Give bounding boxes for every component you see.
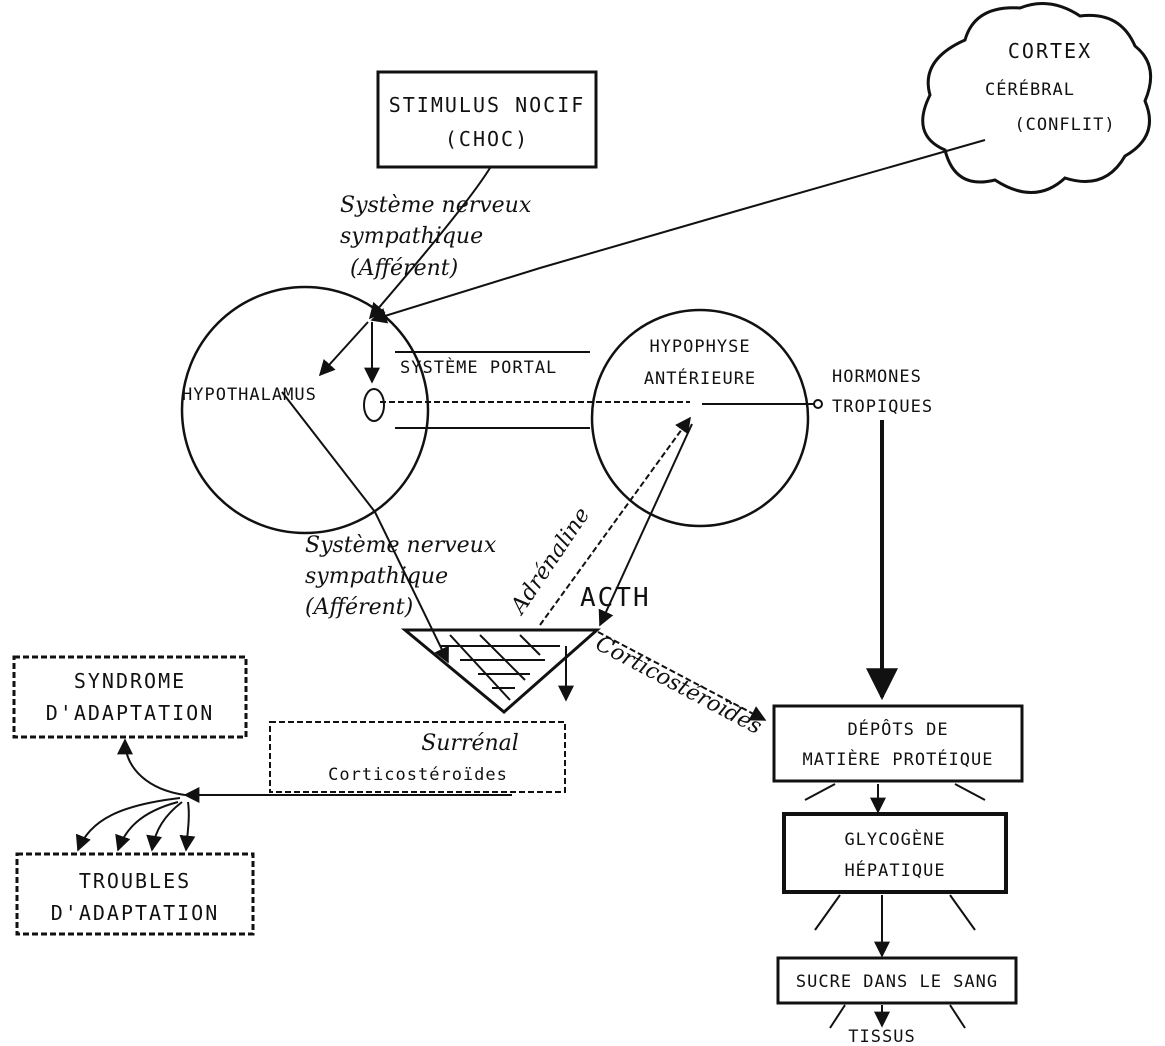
cortex-line1: CORTEX — [1008, 39, 1092, 63]
svg-text:Système nerveux: Système nerveux — [305, 533, 497, 558]
svg-text:HÉPATIQUE: HÉPATIQUE — [844, 859, 945, 881]
glycogene-box: GLYCOGÈNE HÉPATIQUE — [782, 812, 1008, 894]
hypothalamus-label: HYPOTHALAMUS — [182, 385, 317, 405]
syndrome-box: SYNDROME D'ADAPTATION — [12, 655, 248, 739]
to-syndrome-arrow — [117, 738, 186, 796]
cortex-arrow — [370, 139, 986, 324]
svg-text:sympathique: sympathique — [340, 224, 483, 249]
svg-text:D'ADAPTATION: D'ADAPTATION — [51, 901, 220, 925]
stimulus-line2: (CHOC) — [445, 127, 529, 151]
hormones-line2: TROPIQUES — [832, 397, 933, 417]
svg-text:sympathique: sympathique — [305, 564, 448, 589]
portal-label: SYSTÈME PORTAL — [400, 356, 557, 378]
svg-text:(Afférent): (Afférent) — [305, 595, 413, 620]
svg-text:GLYCOGÈNE: GLYCOGÈNE — [844, 828, 945, 850]
corticosteroids-arrow — [597, 631, 767, 721]
hypophyse-line2: ANTÉRIEURE — [644, 367, 756, 389]
sucre-box: SUCRE DANS LE SANG — [776, 956, 1018, 1005]
corticosteroids-label: Corticostéroïdes — [591, 631, 766, 740]
depots-box: DÉPÔTS DE MATIÈRE PROTÉIQUE — [772, 704, 1024, 783]
corticosteroides-box: Surrénal Corticostéroïdes — [269, 721, 566, 793]
cortex-line3: (CONFLIT) — [1014, 115, 1115, 135]
hormones-tropiques: HORMONES TROPIQUES — [702, 367, 933, 701]
svg-text:MATIÈRE PROTÉIQUE: MATIÈRE PROTÉIQUE — [803, 748, 994, 770]
hypothalamus-node: HYPOTHALAMUS — [180, 285, 430, 535]
acth-label: ACTH — [580, 583, 651, 613]
cortex-cloud: CORTEX CÉRÉBRAL (CONFLIT) — [921, 2, 1153, 194]
hypothalamus-adrenal-arrow — [281, 391, 449, 664]
tissus-label: TISSUS — [848, 1027, 915, 1046]
svg-text:DÉPÔTS DE: DÉPÔTS DE — [847, 718, 948, 740]
stimulus-box: STIMULUS NOCIF (CHOC) — [376, 70, 598, 169]
portal-system: SYSTÈME PORTAL — [363, 351, 690, 429]
svg-text:SYNDROME: SYNDROME — [74, 669, 186, 693]
svg-text:D'ADAPTATION: D'ADAPTATION — [46, 701, 215, 725]
hormones-line1: HORMONES — [832, 367, 922, 387]
svg-text:Surrénal: Surrénal — [421, 731, 519, 756]
sns-afferent-top-label: Système nerveux sympathique (Afférent) — [340, 193, 532, 281]
svg-text:Système nerveux: Système nerveux — [340, 193, 532, 218]
adrenaline-arrow — [539, 416, 691, 626]
stimulus-line1: STIMULUS NOCIF — [389, 93, 586, 117]
hypophyse-node: HYPOPHYSE ANTÉRIEURE — [590, 308, 810, 528]
acth-arrow — [598, 423, 693, 627]
svg-text:SUCRE DANS LE SANG: SUCRE DANS LE SANG — [796, 972, 998, 992]
sns-afferent-bottom-label: Système nerveux sympathique (Afférent) — [305, 533, 497, 620]
svg-text:TROUBLES: TROUBLES — [79, 869, 191, 893]
troubles-box: TROUBLES D'ADAPTATION — [15, 852, 255, 936]
adrenal-gland — [400, 628, 601, 714]
svg-text:Corticostéroïdes: Corticostéroïdes — [328, 765, 508, 785]
cortex-line2: CÉRÉBRAL — [985, 78, 1075, 100]
hypophyse-line1: HYPOPHYSE — [649, 337, 750, 357]
stimulus-arrow — [368, 167, 491, 320]
